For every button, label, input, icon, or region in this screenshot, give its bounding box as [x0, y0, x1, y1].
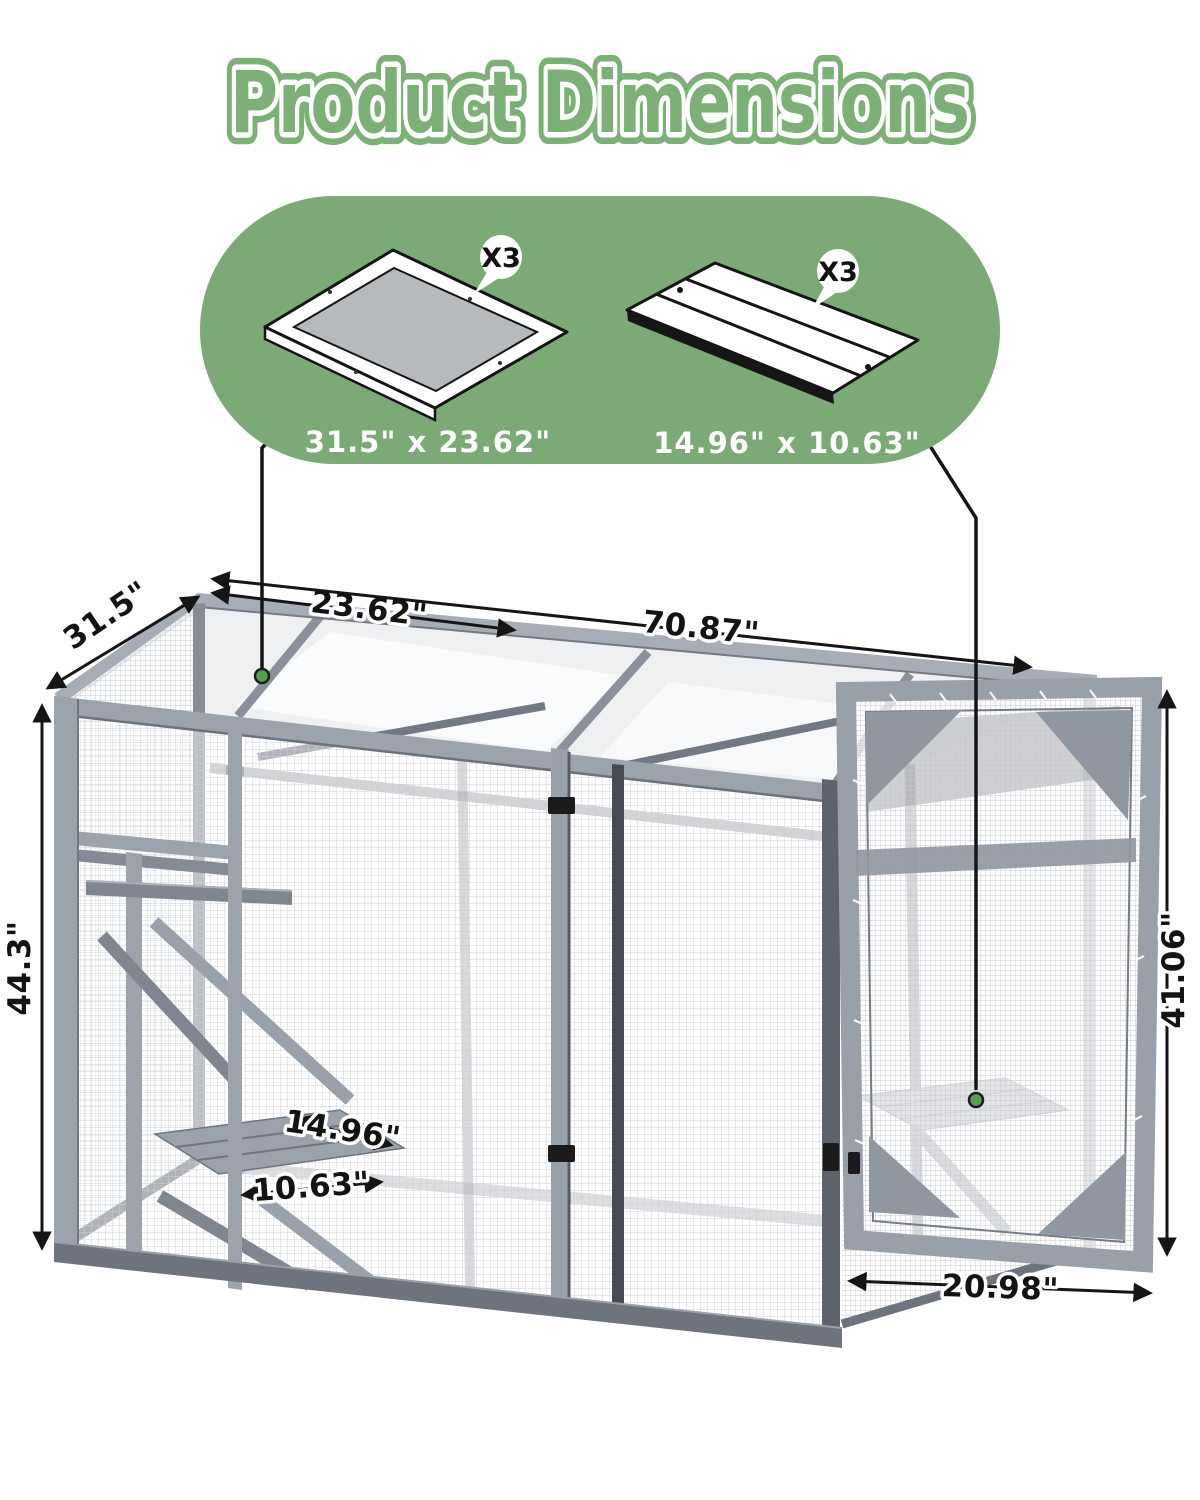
cat-ramp	[149, 917, 355, 1105]
roof-panel-size-label: 31.5" x 23.62"	[305, 425, 551, 459]
door-staples	[852, 689, 1147, 1146]
front-top-beam	[54, 696, 868, 806]
dim-door-height-label: 41.06"	[1156, 911, 1192, 1028]
speech-bubble-tail	[812, 287, 837, 309]
page-title-text: Product Dimensions	[230, 53, 970, 153]
catio-front-mesh	[78, 714, 824, 1326]
page-title: Product Dimensions Product Dimensions Pr…	[218, 41, 982, 165]
left-sub-post	[126, 852, 142, 1259]
door-latch	[823, 1143, 839, 1171]
door-mesh	[846, 687, 1152, 1262]
x3-badge-roof: X3	[474, 235, 522, 294]
catio-photo	[53, 592, 1163, 1348]
door-latch-plate	[848, 1152, 860, 1174]
door-mid-rail	[856, 838, 1136, 876]
dim-shelf-depth-arrow	[240, 1173, 384, 1204]
door-frame	[835, 676, 1163, 1273]
dim-door-width-label: 20.98"	[941, 1268, 1059, 1308]
front-post-1	[54, 696, 78, 1258]
door-frame-post	[612, 764, 624, 1321]
left-transom-beam	[62, 830, 235, 860]
roof-panel-illustration	[263, 248, 569, 422]
page-title-halo: Product Dimensions	[230, 53, 970, 153]
shelf-panel-illustration	[625, 261, 920, 404]
dim-shelf-length-arrow	[292, 1114, 394, 1151]
x3-badge-shelf-label: X3	[818, 257, 858, 288]
front-bay-3-mesh	[571, 769, 824, 1326]
front-post-3	[551, 748, 569, 1318]
front-bay-2-mesh	[244, 733, 551, 1296]
door-hinge-bottom	[548, 1145, 575, 1162]
catio-open-door	[835, 676, 1163, 1273]
door-hinge-top	[548, 797, 575, 814]
catio-front-frame	[53, 696, 869, 1348]
front-post-4	[822, 779, 840, 1333]
cat-ramp	[97, 931, 240, 1085]
door-corner-brace	[1036, 710, 1132, 820]
door-corner-brace	[1038, 1152, 1126, 1240]
door-corner-brace	[869, 1136, 960, 1218]
speech-bubble-tail	[474, 272, 499, 294]
front-bottom-beam	[54, 1242, 842, 1348]
dim-left-height-label: 44.3"	[2, 920, 38, 1015]
parts-summary-pill: X3 31.5" x 23.62" X3 14.96" x 10.63"	[200, 196, 1000, 464]
shelf-panel-size-label: 14.96" x 10.63"	[653, 426, 921, 460]
dim-depth-arrow	[45, 595, 201, 690]
roof-brace	[611, 715, 851, 772]
door-corner-brace	[866, 710, 962, 806]
roof-panel-marker-dot	[253, 667, 271, 685]
front-post-2	[228, 716, 242, 1290]
shelf-panel-marker-dot	[967, 1091, 985, 1109]
page-title-outline: Product Dimensions	[230, 53, 970, 153]
dim-total-width-arrow	[210, 571, 1033, 675]
x3-badge-shelf: X3	[812, 249, 859, 309]
left-transom-beam	[62, 848, 235, 876]
dim-door-width-arrow	[847, 1271, 1153, 1303]
cat-ramp	[248, 1186, 379, 1291]
x3-badge-roof-label: X3	[481, 243, 521, 274]
